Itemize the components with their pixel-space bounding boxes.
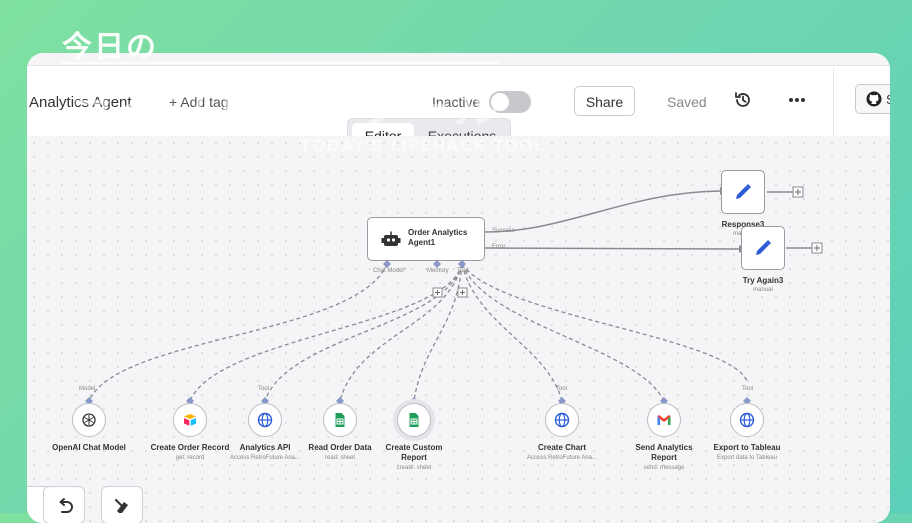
undo-icon — [59, 498, 73, 513]
try-again3-label: Try Again3 — [742, 276, 784, 285]
overlay-underline — [60, 62, 500, 64]
share-button[interactable]: Share — [574, 86, 635, 116]
overlay-title: 今日の — [62, 30, 158, 65]
sheets-icon — [409, 413, 419, 427]
workflow-name[interactable]: Analytics Agent — [29, 94, 132, 111]
tool-node-create-order-record[interactable] — [173, 403, 207, 437]
tool-label: Analytics API — [239, 443, 291, 452]
undo-button[interactable] — [43, 486, 85, 523]
tool-port-label: Tool — [258, 386, 270, 392]
github-button[interactable]: S — [855, 84, 890, 114]
tool-sub: Access RetroFuture Ana... — [526, 455, 598, 461]
tool-node-create-custom-report[interactable] — [397, 403, 431, 437]
tool-port-label: Tool — [556, 386, 568, 392]
active-status-label: Inactive — [432, 94, 481, 110]
saved-status: Saved — [667, 94, 707, 110]
port-memory-label: Memory — [427, 268, 449, 274]
edge-error — [484, 247, 740, 250]
globe-icon — [739, 412, 755, 428]
agent-name-line2: Agent1 — [408, 238, 436, 247]
agent-node[interactable]: Order Analytics Agent1 — [367, 217, 485, 261]
header-divider — [833, 68, 834, 136]
toggle-knob — [491, 93, 509, 111]
port-chat-model-label: Chat Model* — [373, 268, 407, 274]
globe-icon — [257, 412, 273, 428]
port-success-label: Success — [492, 228, 515, 234]
tool-node-analytics-api[interactable] — [248, 403, 282, 437]
tool-node-send-analytics-report[interactable] — [647, 403, 681, 437]
agent-name: Order Analytics Agent1 — [408, 228, 467, 248]
tool-label: Create Chart — [537, 443, 586, 452]
tool-sub: send: message — [643, 465, 685, 471]
try-again3-node[interactable] — [741, 226, 785, 270]
pencil-icon — [756, 240, 771, 255]
pencil-icon — [736, 184, 751, 199]
tool-sub: read: sheet — [324, 455, 356, 461]
more-options-icon[interactable] — [787, 90, 807, 110]
add-tag-button[interactable]: + Add tag — [169, 94, 229, 110]
try-again3-sub: manual — [753, 287, 773, 293]
overlay-subtitle: TODAY'S LIFEHACK TOOL — [300, 136, 546, 155]
history-icon[interactable] — [733, 90, 753, 110]
tool-label: Export to Tableau — [713, 443, 781, 452]
globe-icon — [554, 412, 570, 428]
github-label: S — [886, 92, 890, 107]
tool-label: Create Custom Report — [385, 443, 443, 462]
gmail-icon — [657, 415, 671, 425]
tool-sub: Access RetroFuture Ana... — [229, 455, 301, 461]
edge-success — [484, 190, 721, 233]
port-tool-label: Tool — [457, 268, 469, 274]
workflow-canvas[interactable]: Order Analytics Agent1 Success Error Cha… — [27, 136, 890, 523]
agent-name-line1: Order Analytics — [408, 228, 468, 237]
tool-label: Create Order Record — [150, 443, 230, 452]
tool-node-create-chart[interactable] — [545, 403, 579, 437]
tool-node-read-order-data[interactable] — [323, 403, 357, 437]
port-error-label: Error — [492, 244, 506, 250]
tool-sub: get: record — [175, 455, 205, 461]
tool-label: Read Order Data — [308, 443, 372, 452]
tool-label: OpenAI Chat Model — [52, 443, 126, 452]
tool-label: Send Analytics Report — [635, 443, 693, 462]
tool-sub: Export data to Tableau — [717, 455, 777, 461]
tool-port-label: Model — [79, 386, 96, 392]
airtable-icon — [184, 414, 196, 426]
tool-node-openai-chat-model[interactable] — [72, 403, 106, 437]
active-toggle[interactable] — [489, 91, 531, 113]
openai-icon — [82, 413, 96, 427]
sheets-icon — [335, 413, 345, 427]
tool-node-export-to-tableau[interactable] — [730, 403, 764, 437]
app-window: Analytics Agent + Add tag Inactive Share… — [27, 53, 890, 523]
clear-button[interactable] — [101, 486, 143, 523]
eraser-icon — [115, 499, 128, 513]
response3-node[interactable] — [721, 170, 765, 214]
robot-icon — [381, 231, 401, 246]
github-icon — [866, 91, 882, 107]
tool-sub: create: sheet — [396, 465, 432, 471]
overlay-headline: ライフハックツール — [70, 83, 502, 134]
tool-port-label: Tool — [742, 386, 754, 392]
response3-label: Response3 — [721, 220, 765, 229]
